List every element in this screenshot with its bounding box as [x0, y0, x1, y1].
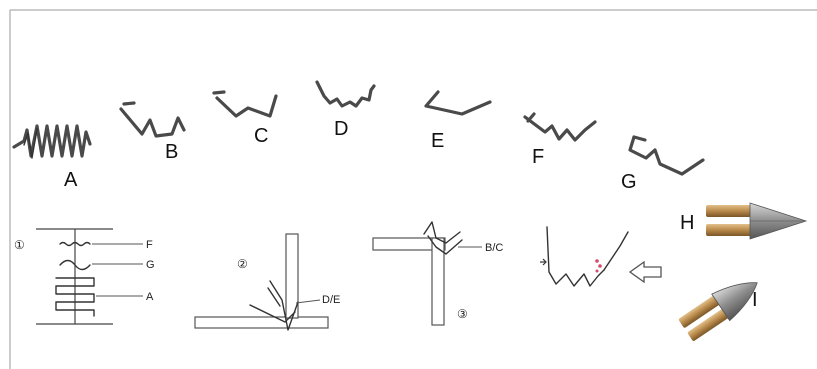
staple-e: E [424, 90, 492, 152]
staple-f: F [523, 112, 597, 168]
diagram-3-callout: B/C [485, 242, 503, 254]
diagram-3-vertical-plate [431, 237, 445, 326]
staple-d: D [315, 80, 376, 140]
staple-label-c: C [254, 125, 268, 147]
diagram-3-staple [423, 221, 461, 244]
diagram-2-callout: D/E [322, 294, 340, 306]
diagram-1-number: ① [14, 238, 25, 252]
soldering-tip-h: H [680, 202, 808, 240]
diagram-3-number: ③ [457, 307, 468, 321]
staple-g: G [621, 135, 705, 193]
diagram-2-number: ② [237, 257, 248, 271]
staple-label-f: F [532, 146, 544, 168]
staple-b: B [119, 101, 186, 163]
diagram-1-callout-f: F [146, 239, 153, 251]
diagram-1-staple-f [59, 241, 91, 247]
diagram-1-callout-a: A [146, 291, 154, 303]
diagram-1: ① F G A [14, 228, 155, 325]
staple-in-plastic-detail [540, 226, 629, 287]
tip-label-i: I [752, 289, 758, 311]
soldering-tip-i: I [678, 282, 758, 341]
staple-label-d: D [334, 118, 348, 140]
diagram-1-callout-g: G [146, 259, 155, 271]
diagram-2: D/E ② [194, 233, 340, 331]
diagram-1-staple-a [55, 277, 95, 317]
tip-label-h: H [680, 212, 694, 234]
staple-label-b: B [165, 141, 178, 163]
staple-a: A [12, 124, 92, 191]
diagram-1-staple-g [59, 259, 91, 271]
diagram-2-staple [269, 280, 299, 331]
staple-label-g: G [621, 171, 637, 193]
diagram-3: B/C ③ [372, 221, 503, 326]
left-arrow-icon [628, 260, 662, 284]
staple-c: C [212, 90, 278, 147]
contact-point-icon [595, 259, 599, 263]
diagram-2-base-plate [194, 316, 329, 329]
diagram-3-horizontal-plate [372, 237, 446, 251]
staple-label-a: A [64, 169, 78, 191]
staple-label-e: E [431, 130, 444, 152]
